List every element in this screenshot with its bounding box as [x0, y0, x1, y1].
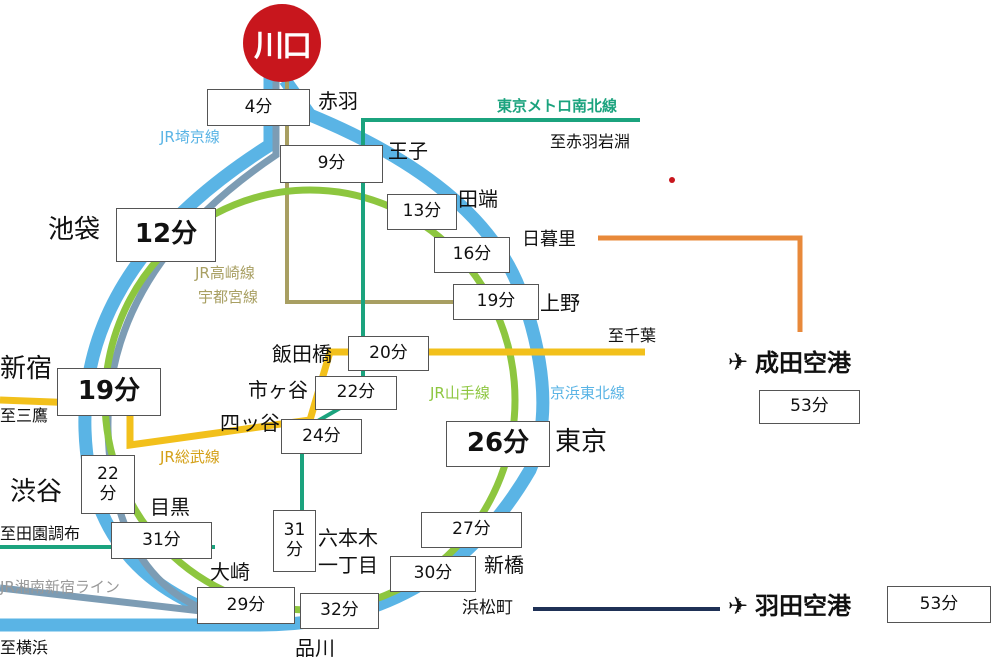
time-ueno: 19分: [453, 284, 539, 320]
takasaki-line: [285, 60, 470, 304]
station-roppongi-1[interactable]: 六本木: [318, 526, 378, 550]
time-akabane: 4分: [207, 89, 310, 126]
station-akabane[interactable]: 赤羽: [318, 89, 358, 113]
airplane-icon: ✈: [728, 592, 749, 620]
line-label-shonan: JR湘南新宿ライン: [0, 578, 120, 596]
station-tabata[interactable]: 田端: [458, 187, 498, 211]
station-tokyo[interactable]: 東京: [555, 427, 608, 457]
time-nippori: 16分: [434, 237, 510, 273]
time-roppongi-value: 31: [283, 520, 306, 541]
station-oji[interactable]: 王子: [388, 139, 428, 163]
station-ueno[interactable]: 上野: [540, 291, 580, 315]
station-shinbashi[interactable]: 新橋: [484, 553, 524, 577]
station-meguro[interactable]: 目黒: [150, 495, 190, 519]
airplane-icon: ✈: [728, 348, 749, 376]
time-yotsuya: 24分: [281, 419, 362, 454]
direction-chiba: 至千葉: [608, 326, 657, 345]
station-iidabashi[interactable]: 飯田橋: [272, 342, 332, 366]
origin-kawaguchi[interactable]: 川口: [243, 4, 321, 82]
map-dot: [669, 177, 675, 183]
time-roppongi-unit: 分: [285, 540, 303, 560]
station-hamamatsucho[interactable]: 浜松町: [462, 598, 513, 618]
station-nippori[interactable]: 日暮里: [522, 229, 576, 250]
time-shibuya-unit: 分: [99, 483, 117, 504]
station-narita[interactable]: 成田空港: [755, 349, 851, 377]
station-haneda[interactable]: 羽田空港: [755, 592, 851, 620]
station-osaki[interactable]: 大崎: [210, 560, 250, 584]
time-ikebukuro: 12分: [116, 208, 216, 262]
direction-yokohama: 至横浜: [0, 638, 49, 657]
direction-mitaka: 至三鷹: [0, 406, 49, 425]
time-tokyo: 26分: [446, 421, 550, 467]
station-shinjuku[interactable]: 新宿: [0, 354, 53, 384]
time-narita: 53分: [759, 390, 860, 424]
station-ikebukuro[interactable]: 池袋: [48, 215, 101, 245]
line-label-namboku: 東京メトロ南北線: [497, 97, 618, 115]
time-oji: 9分: [280, 145, 383, 183]
time-shinbashi: 27分: [421, 512, 522, 548]
station-roppongi-2: 一丁目: [318, 553, 378, 577]
station-ichigaya[interactable]: 市ヶ谷: [248, 378, 308, 402]
narita-link-line: [598, 235, 803, 332]
time-hamamatsucho: 30分: [390, 556, 476, 592]
station-yotsuya[interactable]: 四ッ谷: [220, 411, 280, 435]
time-tabata: 13分: [387, 194, 457, 230]
line-label-saikyo: JR埼京線: [160, 128, 220, 146]
line-label-utsunomiya: 宇都宮線: [198, 288, 259, 306]
time-shinagawa: 32分: [300, 593, 379, 629]
line-label-keihin-tohoku: 京浜東北線: [550, 384, 626, 402]
station-shinagawa[interactable]: 品川: [295, 636, 335, 660]
time-haneda: 53分: [887, 586, 991, 623]
time-osaki: 29分: [197, 587, 295, 624]
line-label-yamanote: JR山手線: [430, 384, 490, 402]
direction-denenchofu: 至田園調布: [0, 524, 81, 543]
direction-akabane-iwabuchi: 至赤羽岩淵: [550, 132, 631, 151]
time-meguro: 31分: [111, 522, 212, 559]
time-shibuya-value: 22: [97, 463, 119, 484]
time-shinjuku: 19分: [57, 368, 161, 416]
time-ichigaya: 22分: [315, 376, 397, 410]
time-iidabashi: 20分: [348, 336, 429, 371]
line-label-takasaki: JR高崎線: [195, 264, 255, 282]
line-label-sobu: JR総武線: [160, 448, 220, 466]
station-shibuya[interactable]: 渋谷: [10, 477, 63, 507]
